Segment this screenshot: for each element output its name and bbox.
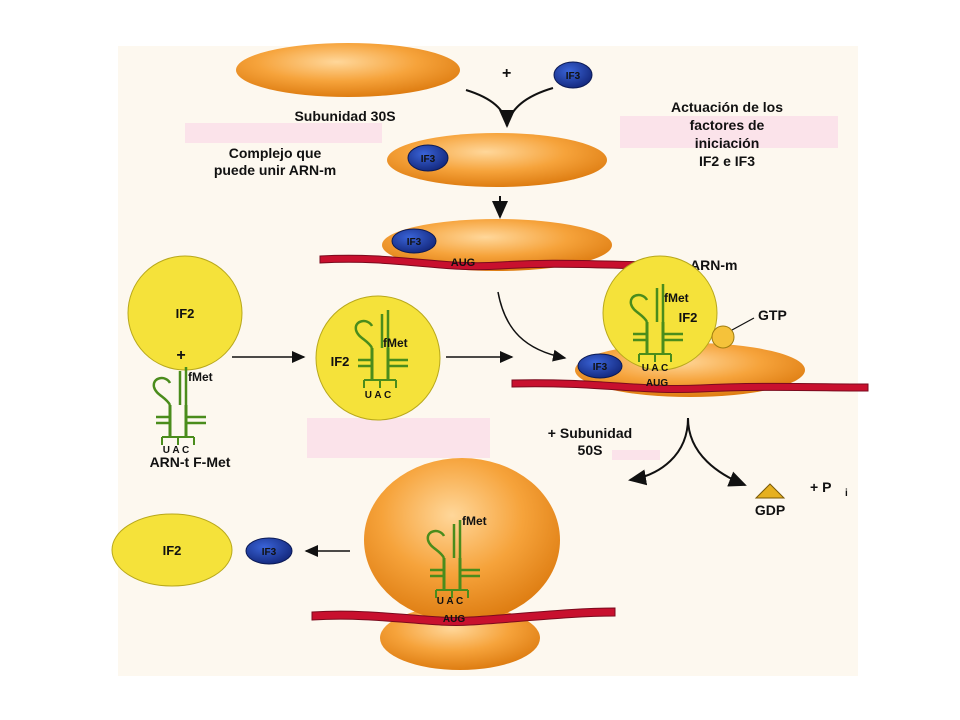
anticodon-label: U A C <box>437 596 463 607</box>
if2-factor <box>111 513 233 587</box>
mrna-strand <box>311 607 616 626</box>
if3-label: IF3 <box>566 71 581 82</box>
anticodon-label: U A C <box>365 390 391 401</box>
action-label-line3: iniciación <box>695 135 760 151</box>
highlight-box <box>620 116 838 148</box>
if3-label: IF3 <box>262 547 277 558</box>
if3-label: IF3 <box>407 237 422 248</box>
if2-label: IF2 <box>679 310 698 325</box>
if3-factor <box>407 144 449 172</box>
if2-label: IF2 <box>176 306 195 321</box>
split-arrow <box>628 417 689 486</box>
action-label-line4: IF2 e IF3 <box>699 153 755 169</box>
gdp-label: GDP <box>755 502 785 518</box>
anticodon-label: U A C <box>642 363 668 374</box>
anticodon-label: U A C <box>163 445 189 456</box>
trna-label: ARN-t F-Met <box>150 454 231 470</box>
aug-codon: AUG <box>451 257 475 269</box>
if3-label: IF3 <box>421 154 436 165</box>
highlight-box <box>185 123 382 143</box>
highlight-box <box>612 450 660 460</box>
mrna-strand <box>511 379 869 394</box>
plus-sign: + <box>176 347 185 364</box>
split-arrow <box>687 417 747 487</box>
subunit-50s-label-line1: + Subunidad <box>548 425 632 441</box>
if3-factor <box>391 228 437 254</box>
pi-subscript: i <box>845 488 848 499</box>
gdp-triangle <box>754 483 786 499</box>
step-arrow <box>497 291 567 362</box>
fmet-label: fMet <box>462 514 487 528</box>
if2-factor <box>602 255 718 371</box>
if2-trna-complex <box>315 295 441 421</box>
if2-label: IF2 <box>163 543 182 558</box>
ribosome-30s-on-mrna <box>382 219 612 271</box>
subunit-50s-label-line2: 50S <box>578 442 603 458</box>
action-label-line1: Actuación de los <box>671 99 783 115</box>
if3-label: IF3 <box>593 362 608 373</box>
plus-sign: + <box>502 65 511 82</box>
gtp-molecule <box>711 325 735 349</box>
highlight-box <box>307 418 490 458</box>
pi-label: + P <box>810 479 831 495</box>
complex-label-line2: puede unir ARN-m <box>214 162 336 178</box>
if2-label: IF2 <box>331 354 350 369</box>
aug-codon: AUG <box>646 378 668 389</box>
if3-factor <box>553 61 593 89</box>
if3-factor <box>577 353 623 379</box>
complex-label-line1: Complejo que <box>229 145 322 161</box>
mrna-label: ARN-m <box>690 257 737 273</box>
subunit-30s-label: Subunidad 30S <box>294 108 395 124</box>
if3-factor <box>245 537 293 565</box>
combine-arrow <box>465 87 554 127</box>
ribosome-30s-complex <box>387 133 607 187</box>
fmet-label: fMet <box>383 336 408 350</box>
aug-codon: AUG <box>443 614 465 625</box>
action-label-line2: factores de <box>690 117 765 133</box>
ribosome-30s <box>236 43 460 97</box>
gtp-pointer <box>731 317 755 331</box>
fmet-label: fMet <box>664 291 689 305</box>
fmet-label: fMet <box>188 370 213 384</box>
ribosome-50s <box>364 458 560 622</box>
gtp-label: GTP <box>758 307 787 323</box>
